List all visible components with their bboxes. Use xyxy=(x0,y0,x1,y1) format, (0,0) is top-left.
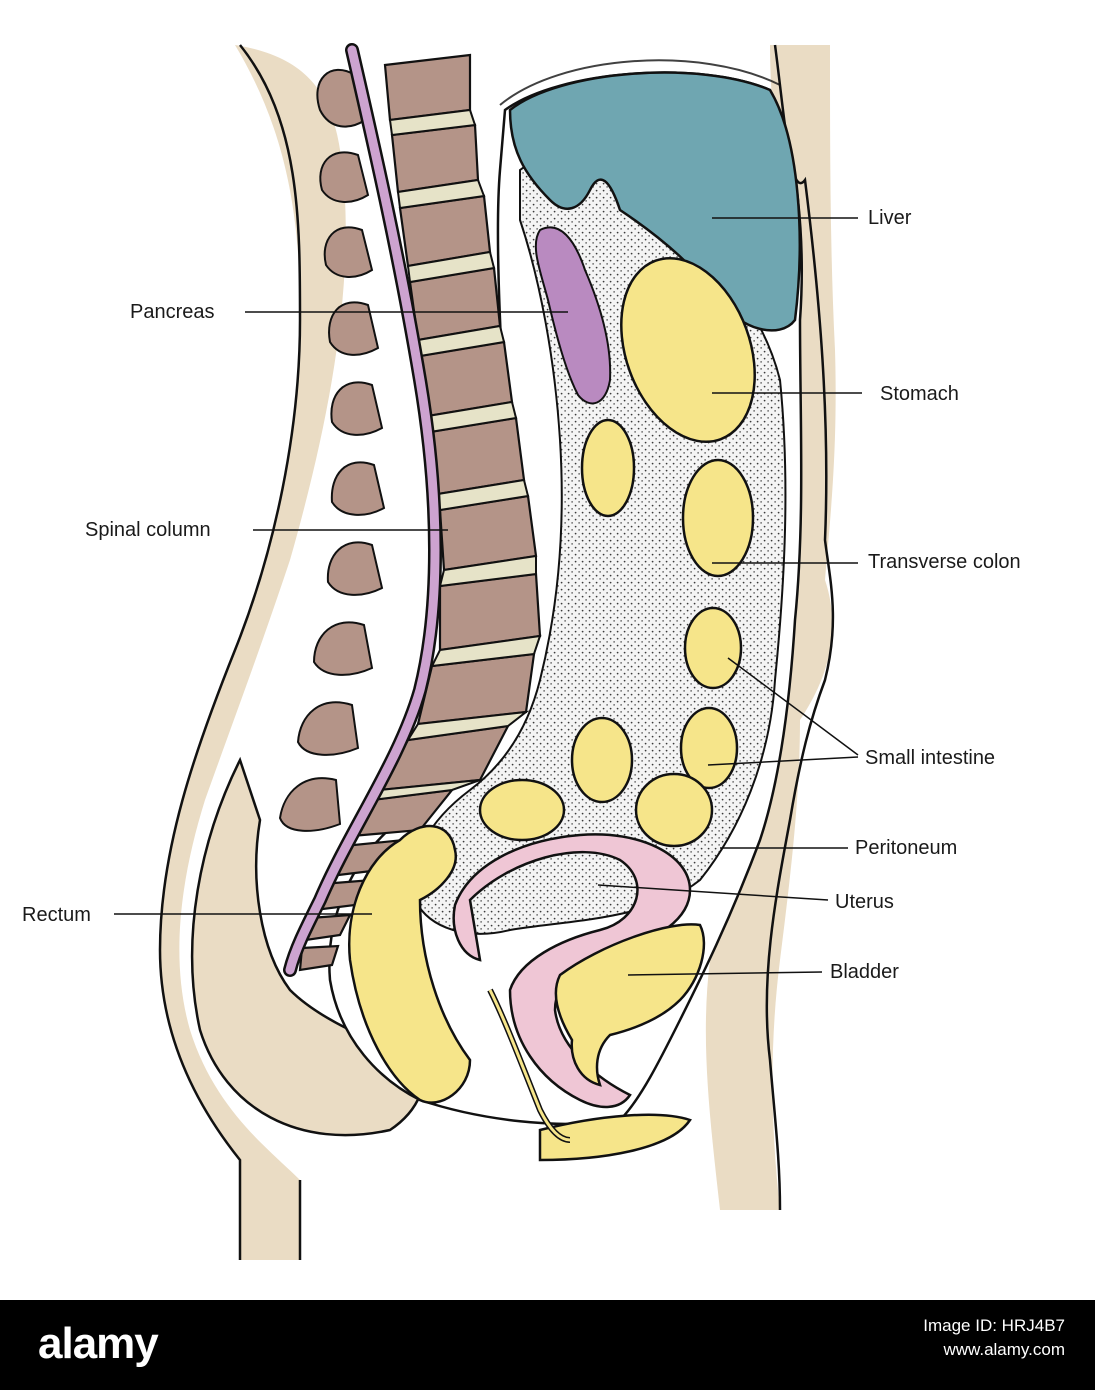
stock-info: Image ID: HRJ4B7 www.alamy.com xyxy=(923,1314,1065,1362)
pancreas xyxy=(534,226,612,405)
label-small-intestine: Small intestine xyxy=(865,747,996,769)
anatomy-diagram xyxy=(114,43,862,1260)
leader-lines xyxy=(114,217,862,976)
label-transverse-colon: Transverse colon xyxy=(868,551,1021,573)
back-outline xyxy=(158,44,302,1260)
front-skin xyxy=(705,45,836,1210)
label-pancreas: Pancreas xyxy=(130,301,215,323)
label-spinal-column: Spinal column xyxy=(85,519,211,541)
watermark-footer: alamy Image ID: HRJ4B7 www.alamy.com xyxy=(0,1300,1095,1390)
image-id: Image ID: HRJ4B7 xyxy=(923,1316,1065,1335)
label-liver: Liver xyxy=(868,207,912,229)
spinous-processes xyxy=(278,69,386,832)
label-uterus: Uterus xyxy=(835,891,894,913)
label-bladder: Bladder xyxy=(830,961,899,983)
digestive-organs xyxy=(348,256,756,1162)
intervertebral-discs xyxy=(369,108,542,802)
label-stomach: Stomach xyxy=(880,383,959,405)
label-peritoneum: Peritoneum xyxy=(855,837,958,859)
front-outline xyxy=(765,44,835,1211)
brand-logo: alamy xyxy=(38,1319,159,1368)
site-url: www.alamy.com xyxy=(943,1340,1065,1359)
label-rectum: Rectum xyxy=(22,904,91,926)
bladder xyxy=(554,923,706,1087)
